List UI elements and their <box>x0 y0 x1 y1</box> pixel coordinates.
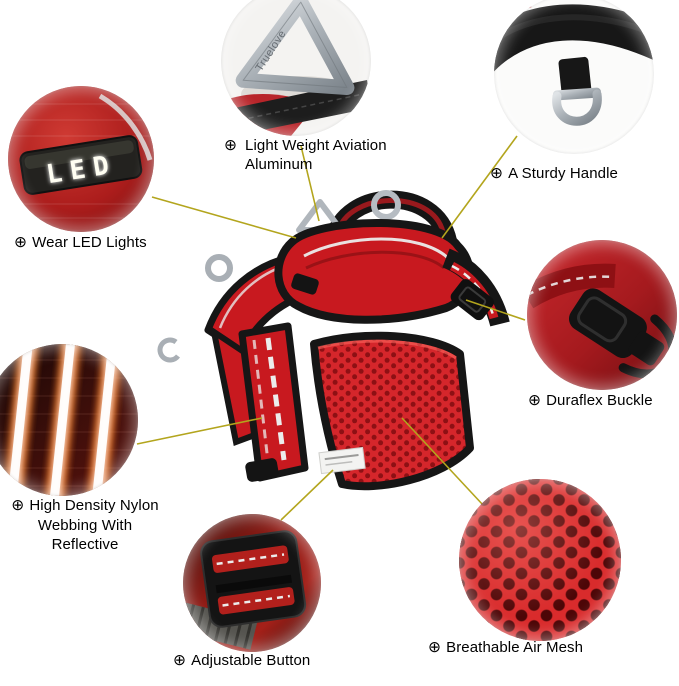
connector-lines <box>136 135 526 521</box>
inset-photo-handle <box>494 0 654 154</box>
callout-led-label: Wear LED Lights <box>32 234 147 251</box>
callout-aluminum-label: Light Weight Aviation Aluminum <box>245 137 387 174</box>
callout-handle: ⊕A Sturdy Handle <box>490 164 618 184</box>
d-ring-icon <box>552 89 602 126</box>
circle-plus-icon: ⊕ <box>490 165 504 182</box>
led-photo: LED LED <box>8 86 154 232</box>
reflective-webbing-photo <box>0 344 138 496</box>
mesh-texture-icon <box>459 479 621 641</box>
circle-plus-icon: ⊕ <box>428 639 442 656</box>
callout-webbing-label: High Density Nylon Webbing With Reflecti… <box>29 497 159 554</box>
triangle-ring-icon <box>235 0 355 96</box>
adjustable-button-photo <box>183 514 321 652</box>
reflective-piping <box>98 93 153 161</box>
circle-plus-icon: ⊕ <box>528 392 542 409</box>
connector-webbing <box>136 417 263 445</box>
care-label-patch <box>318 446 366 475</box>
side-buckle-icon <box>450 279 494 321</box>
reflective-stripes-icon <box>0 344 127 496</box>
callout-led: ⊕Wear LED Lights <box>14 233 147 253</box>
callout-button: ⊕Adjustable Button <box>173 651 310 671</box>
callout-webbing: ⊕High Density Nylon Webbing With Reflect… <box>6 496 164 554</box>
callout-mesh-label: Breathable Air Mesh <box>446 639 584 656</box>
aluminum-ring-photo: Truelove <box>221 0 371 136</box>
circle-plus-icon: ⊕ <box>14 234 28 251</box>
air-mesh-panel <box>310 331 474 491</box>
harness-illustration <box>157 190 510 491</box>
inset-photo-aluminum-ring: Truelove <box>221 0 371 136</box>
handle-strap <box>494 4 654 72</box>
back-panel <box>274 219 474 324</box>
side-d-ring-icon <box>205 254 233 282</box>
inset-photo-air-mesh <box>459 479 621 641</box>
panel-clip <box>291 273 319 295</box>
callout-buckle-label: Duraflex Buckle <box>546 392 653 409</box>
top-handle <box>325 190 457 250</box>
connector-led <box>151 196 297 239</box>
handle-o-ring-icon <box>371 190 401 220</box>
led-device-icon: LED LED <box>19 135 143 195</box>
connector-handle <box>441 135 518 239</box>
circle-plus-icon: ⊕ <box>11 497 25 514</box>
right-strap <box>441 248 510 327</box>
callout-handle-label: A Sturdy Handle <box>508 165 618 182</box>
triangle-ring-icon <box>296 199 344 233</box>
callout-button-label: Adjustable Button <box>191 652 311 669</box>
bottom-buckle <box>245 458 279 482</box>
connector-button <box>280 469 334 521</box>
handle-photo <box>494 0 654 154</box>
ring-strap <box>558 56 592 98</box>
callout-buckle: ⊕Duraflex Buckle <box>528 391 653 411</box>
circle-plus-icon: ⊕ <box>173 652 187 669</box>
shoulder-strap-left <box>209 325 272 447</box>
inset-photo-led: LED LED <box>8 86 154 232</box>
slider-buckle-icon <box>200 530 307 628</box>
inset-photo-reflective-webbing <box>0 344 138 496</box>
inset-photo-buckle <box>527 240 677 390</box>
buckle-photo <box>527 240 677 390</box>
neck-strap-left <box>204 252 318 356</box>
circle-plus-icon: ⊕ <box>224 137 238 154</box>
d-ring-bar <box>552 87 602 101</box>
chest-strap <box>238 322 309 482</box>
inset-photo-adjustable-button <box>183 514 321 652</box>
callout-aluminum: ⊕ Light Weight Aviation Aluminum <box>224 136 400 174</box>
connector-buckle <box>465 299 526 321</box>
small-loop-icon <box>157 337 180 363</box>
callout-mesh: ⊕Breathable Air Mesh <box>428 638 583 658</box>
